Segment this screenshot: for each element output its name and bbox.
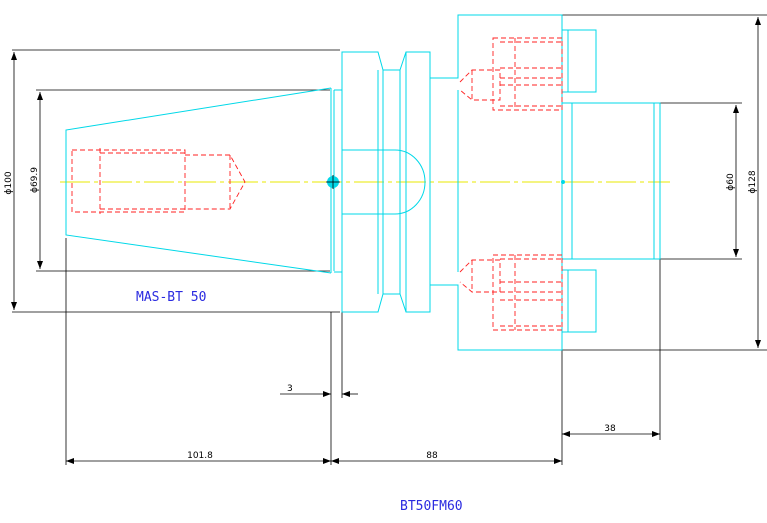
dim-d100: ϕ100 <box>4 171 14 194</box>
model-label: BT50FM60 <box>400 499 463 514</box>
dim-len-101-8: 101.8 <box>187 451 213 461</box>
dimension-lines <box>12 14 767 465</box>
hidden-features <box>71 37 563 331</box>
dim-d60: ϕ60 <box>726 173 736 191</box>
center-point-icon <box>326 175 340 189</box>
dim-len-3: 3 <box>287 384 293 394</box>
dim-len-38: 38 <box>604 424 616 434</box>
dimension-arrows <box>11 17 761 464</box>
dim-d69-9: ϕ69.9 <box>30 167 40 193</box>
front-center-mark <box>561 180 565 184</box>
dim-len-88: 88 <box>426 451 438 461</box>
dim-d128: ϕ128 <box>748 170 758 193</box>
standard-label: MAS-BT 50 <box>136 290 206 305</box>
